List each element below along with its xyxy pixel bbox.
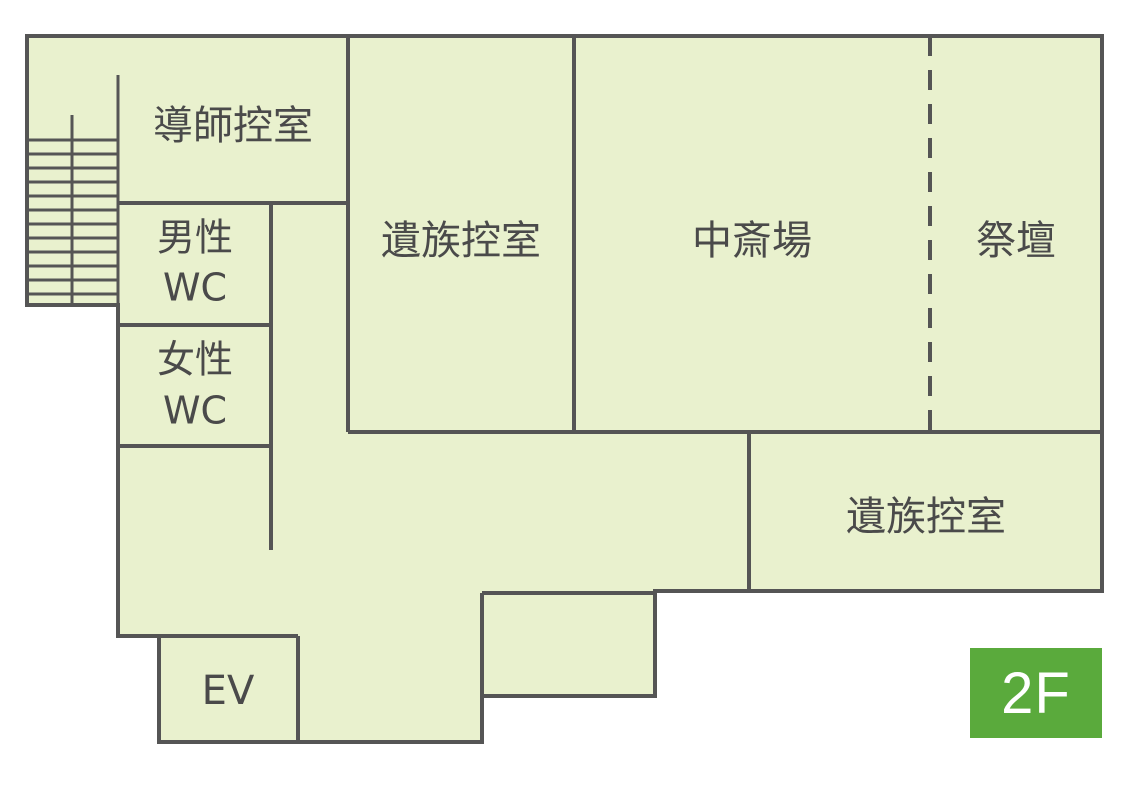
floor-badge-label: 2F [1001, 660, 1071, 726]
womens-wc-label-line2: WC [163, 389, 227, 433]
family-room-upper-label: 遺族控室 [381, 218, 541, 264]
interior-walls [118, 36, 1102, 742]
mens-wc-label-line2: WC [163, 266, 227, 310]
elevator-label: EV [202, 668, 255, 714]
family-room-lower-label: 遺族控室 [846, 494, 1006, 540]
staircase [27, 75, 120, 305]
altar-label: 祭壇 [976, 218, 1056, 264]
officiant-room-label: 導師控室 [153, 103, 313, 149]
floor-badge: 2F [970, 648, 1102, 738]
meal-hall-label: 中斎場 [692, 218, 812, 264]
mens-wc-label-line1: 男性 [157, 216, 233, 260]
womens-wc-label-line1: 女性 [157, 338, 233, 382]
